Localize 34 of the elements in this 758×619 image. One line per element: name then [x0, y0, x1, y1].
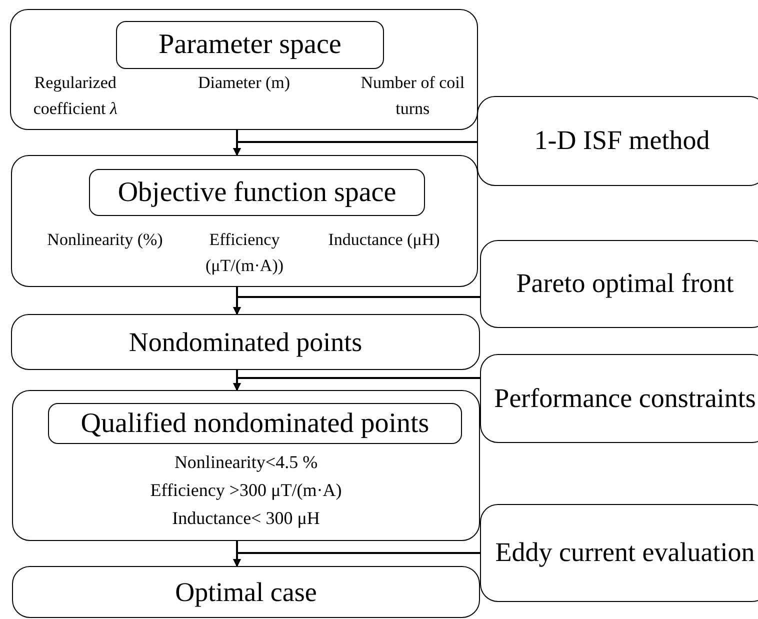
process-box: [477, 96, 758, 186]
arrow: [233, 552, 480, 567]
group-box: [10, 9, 478, 130]
parameter-label: Regularized coefficient λ: [32, 72, 118, 120]
group-box: [12, 390, 480, 541]
box-title: Parameter space: [158, 31, 342, 59]
process-box: [480, 504, 758, 602]
parameter-label: Efficiency (μT/(m·A)): [204, 229, 285, 277]
box-label: Performance constraints: [494, 382, 756, 415]
arrow: [233, 296, 480, 315]
title-box: [48, 403, 462, 444]
arrow: [233, 141, 477, 156]
title-box: [89, 169, 425, 216]
parameter-label: Inductance (μH): [327, 229, 441, 251]
box-title: Qualified nondominated points: [80, 410, 430, 438]
parameter-label: Number of coil turns: [360, 72, 466, 120]
box-label: 1-D ISF method: [534, 124, 710, 158]
box-label: Nondominated points: [128, 328, 362, 356]
parameter-label: Nonlinearity (%): [46, 229, 164, 251]
process-box: [12, 566, 480, 618]
box-label: Eddy current evaluation: [495, 536, 755, 570]
constraint-label: Inductance< 300 μH: [172, 506, 320, 530]
process-box: [480, 240, 758, 328]
box-label: Optimal case: [175, 578, 317, 606]
constraint-label: Nonlinearity<4.5 %: [174, 451, 318, 474]
parameter-label: Diameter (m): [196, 72, 292, 94]
box-label: Pareto optimal front: [516, 267, 734, 300]
group-box: [11, 155, 478, 287]
arrow: [233, 377, 480, 391]
box-title: Objective function space: [118, 178, 396, 206]
process-box: [480, 354, 758, 443]
title-box: [116, 21, 384, 69]
constraint-label: Efficiency >300 μT/(m·A): [150, 478, 342, 502]
process-box: [11, 314, 480, 370]
